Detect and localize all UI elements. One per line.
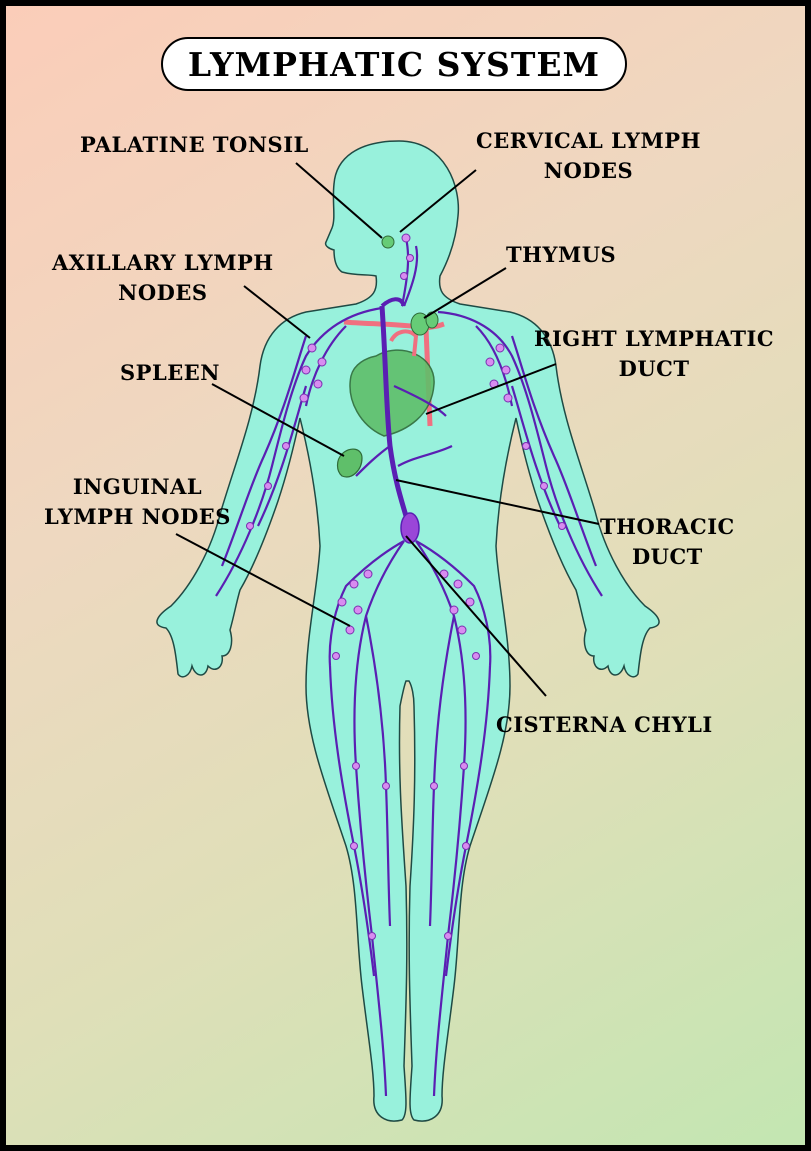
lymph-node [522,442,530,450]
lymph-node [313,379,323,389]
lymph-node [301,365,311,375]
lymph-node [363,569,373,579]
label-line: NODES [118,280,208,305]
label-line: LYMPH NODES [44,504,231,529]
label-palatine-tonsil: PALATINE TONSIL [80,130,309,160]
lymph-node [485,357,495,367]
lymph-node [350,842,358,850]
thoracic-duct-vessel [379,305,409,517]
lymph-node [449,605,459,615]
lymph-node [307,343,317,353]
label-line: AXILLARY LYMPH [52,250,274,275]
lymph-node [540,482,548,490]
lymph-node [406,254,414,262]
lymph-node [352,762,360,770]
page-title: LYMPHATIC SYSTEM [187,44,601,84]
palatine-tonsil-organ [381,235,395,249]
lymph-node [382,782,390,790]
leader-lines [175,162,600,697]
label-line: THYMUS [506,242,617,267]
title-box: LYMPHATIC SYSTEM [161,37,627,91]
label-line: RIGHT LYMPHATIC [534,326,775,351]
lymph-nodes [246,233,566,940]
lymph-node [558,522,566,530]
label-line: DUCT [618,356,690,381]
lymph-node [337,597,347,607]
lymph-node [465,597,475,607]
body-silhouette [156,140,660,1122]
lymph-node [503,393,513,403]
label-cervical-lymph-nodes: CERVICAL LYMPH NODES [476,126,701,186]
lymph-node [299,393,309,403]
label-line: THORACIC [600,514,735,539]
label-line: PALATINE TONSIL [80,132,309,157]
lymph-node [368,932,376,940]
label-thymus: THYMUS [506,240,616,270]
lymph-node [349,579,359,589]
lymph-node [246,522,254,530]
label-inguinal-lymph-nodes: INGUINAL LYMPH NODES [44,472,231,532]
label-line: DUCT [631,544,703,569]
lymph-node [501,365,511,375]
lymph-node [495,343,505,353]
label-line: CERVICAL LYMPH [476,128,701,153]
label-line: SPLEEN [120,360,220,385]
label-right-lymphatic-duct: RIGHT LYMPHATIC DUCT [534,324,774,384]
lymph-node [462,842,470,850]
aortic-arch [389,329,419,357]
lymph-node [317,357,327,367]
label-line: CISTERNA CHYLI [496,712,713,737]
lymph-node [460,762,468,770]
lymph-node [264,482,272,490]
lymph-node [430,782,438,790]
cisterna-chyli-organ [400,512,420,544]
label-line: INGUINAL [72,474,203,499]
label-line: NODES [543,158,634,183]
lymph-node [353,605,363,615]
lymph-node [457,625,467,635]
lymph-node [401,233,411,243]
label-axillary-lymph-nodes: AXILLARY LYMPH NODES [52,248,274,308]
lymph-node [444,932,452,940]
thymus-lobe [425,311,439,329]
lymph-node [453,579,463,589]
human-body-figure [156,140,660,1122]
lymph-node [472,652,480,660]
lymph-node [332,652,340,660]
lymph-node [282,442,290,450]
lymph-node [400,272,408,280]
label-thoracic-duct: THORACIC DUCT [600,512,735,572]
lymph-node [345,625,355,635]
label-cisterna-chyli: CISTERNA CHYLI [496,710,713,740]
label-spleen: SPLEEN [120,358,220,388]
